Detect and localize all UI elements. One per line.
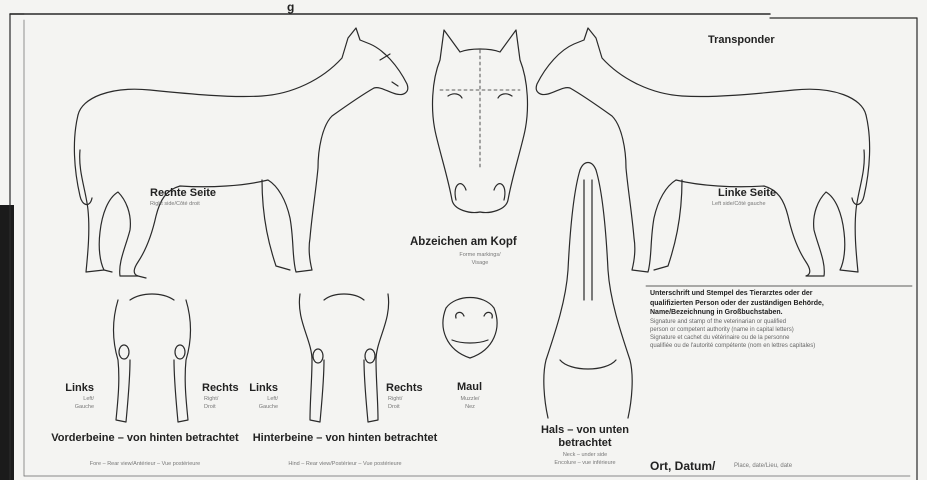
forelegs-left-sub-1: Left/ xyxy=(54,396,94,403)
forelegs-right-sub-1: Right/ xyxy=(204,396,218,403)
horse-left-side-drawing xyxy=(536,28,869,276)
signature-de-line-3: Name/Bezeichnung in Großbuchstaben. xyxy=(650,308,912,318)
forelegs-rear-view-drawing xyxy=(114,294,191,422)
head-markings-sub-1: Forme markings/ xyxy=(440,252,520,259)
signature-en-line-1: Signature and stamp of the veterinarian … xyxy=(650,318,912,326)
hindlegs-subtitle: Hind – Rear view/Postérieur – Vue postér… xyxy=(230,461,460,468)
transponder-label: Transponder xyxy=(708,34,775,46)
forelegs-left-label: Links xyxy=(54,382,94,394)
page-title-partial: g xyxy=(287,0,294,14)
hindlegs-right-label: Rechts xyxy=(386,382,423,394)
muzzle-sub-1: Muzzle/ xyxy=(440,396,500,403)
hindlegs-left-label: Links xyxy=(238,382,278,394)
signature-fr-line-1: Signature et cachet du vétérinaire ou de… xyxy=(650,334,912,342)
forelegs-title: Vorderbeine – von hinten betrachtet xyxy=(40,432,250,445)
left-side-sublabel: Left side/Côté gauche xyxy=(712,201,766,208)
horse-neck-underside-drawing xyxy=(544,163,632,419)
muzzle-label: Maul xyxy=(457,381,482,393)
signature-stamp-block: Unterschrift und Stempel des Tierarztes … xyxy=(650,289,912,350)
forelegs-right-label: Rechts xyxy=(202,382,239,394)
horse-muzzle-drawing xyxy=(443,298,497,359)
hindlegs-right-sub-1: Right/ xyxy=(388,396,402,403)
forelegs-subtitle: Fore – Rear view/Antérieur – Vue postéri… xyxy=(30,461,260,468)
head-markings-sub-2: Visage xyxy=(440,260,520,267)
hindlegs-right-sub-2: Droit xyxy=(388,404,400,411)
place-date-label: Ort, Datum/ xyxy=(650,459,715,473)
signature-en-line-2: person or competent authority (name in c… xyxy=(650,326,912,334)
hindlegs-title: Hinterbeine – von hinten betrachtet xyxy=(250,432,440,445)
hindlegs-rear-view-drawing xyxy=(299,294,388,422)
right-side-label: Rechte Seite xyxy=(150,187,216,199)
neck-sub-1: Neck – under side xyxy=(520,452,650,459)
place-date-sublabel: Place, date/Lieu, date xyxy=(734,463,792,470)
neck-label-line-2: betrachtet xyxy=(520,437,650,449)
signature-de-line-1: Unterschrift und Stempel des Tierarztes … xyxy=(650,289,912,299)
muzzle-sub-2: Nez xyxy=(440,404,500,411)
left-side-label: Linke Seite xyxy=(718,187,776,199)
horse-right-side-drawing xyxy=(74,28,407,278)
horse-head-front-drawing xyxy=(433,30,528,213)
neck-sub-2: Encolure – vue inférieure xyxy=(520,460,650,467)
forelegs-right-sub-2: Droit xyxy=(204,404,216,411)
signature-fr-line-2: qualifiée ou de l'autorité compétente (n… xyxy=(650,342,912,350)
hindlegs-left-sub-2: Gauche xyxy=(238,404,278,411)
head-markings-label: Abzeichen am Kopf xyxy=(410,236,517,248)
right-side-sublabel: Right side/Côté droit xyxy=(150,201,200,208)
neck-label-line-1: Hals – von unten xyxy=(520,424,650,436)
signature-de-line-2: qualifizierten Person oder der zuständig… xyxy=(650,299,912,309)
forelegs-left-sub-2: Gauche xyxy=(54,404,94,411)
hindlegs-left-sub-1: Left/ xyxy=(238,396,278,403)
